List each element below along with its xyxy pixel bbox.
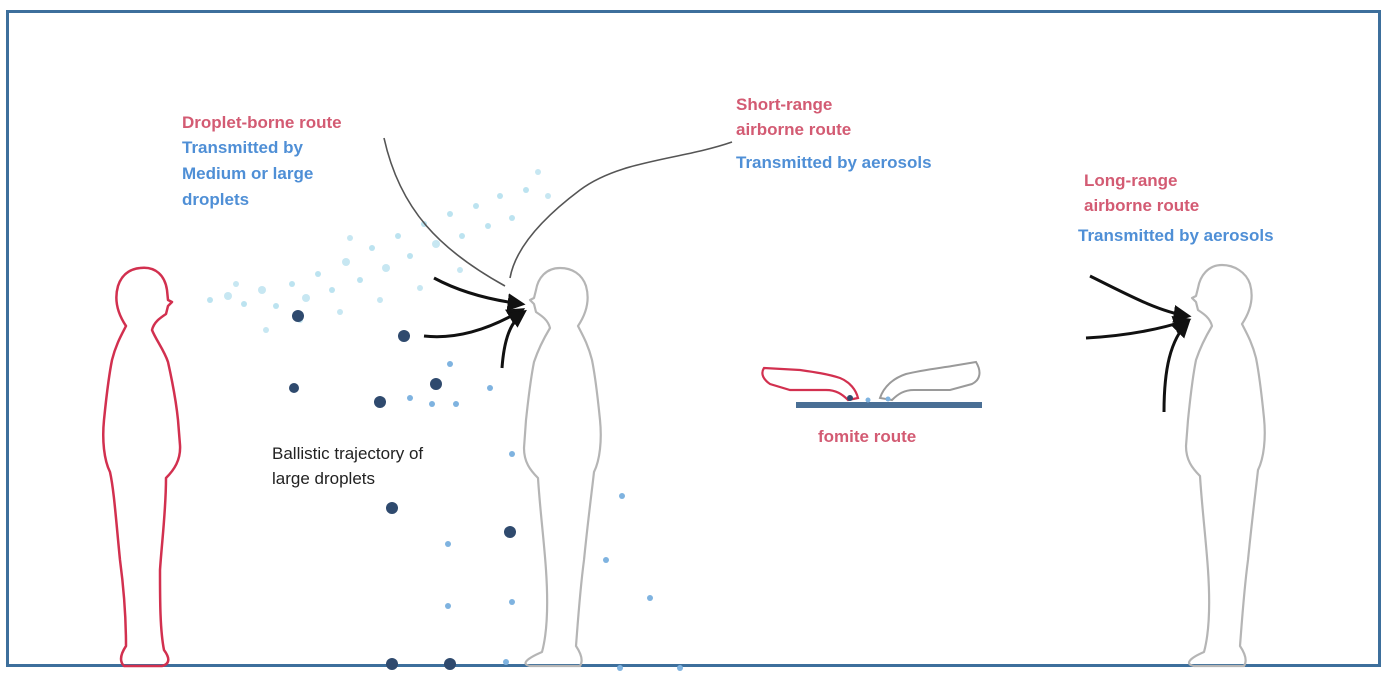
short-range-leader-line — [510, 142, 732, 278]
receiver-person-short-range — [524, 268, 601, 666]
long-range-route-line-2: airborne route — [1084, 195, 1199, 216]
long-range-transmitted-label: Transmitted by aerosols — [1078, 225, 1274, 246]
arrow-long-range-low — [1164, 322, 1188, 412]
ballistic-label-line-1: Ballistic trajectory of — [272, 442, 423, 465]
long-range-route-line-1: Long-range — [1084, 170, 1178, 191]
arrow-droplet — [434, 278, 522, 304]
small-droplets — [407, 361, 683, 671]
short-range-transmitted-label: Transmitted by aerosols — [736, 152, 932, 173]
source-person — [103, 268, 180, 666]
droplet-route-label: Droplet-borne route — [182, 112, 342, 133]
droplet-transmitted-line-1: Transmitted by — [182, 137, 303, 158]
aerosol-cloud — [207, 169, 551, 333]
red-hand — [762, 368, 858, 400]
arrow-long-range-top — [1090, 276, 1188, 316]
droplet-transmitted-line-2: Medium or large — [182, 163, 313, 184]
fomite-route-label: fomite route — [818, 426, 916, 447]
grey-hand — [880, 362, 979, 400]
droplet-transmitted-line-3: droplets — [182, 189, 249, 210]
droplet-leader-line — [384, 138, 505, 286]
arrow-long-range-mid — [1086, 320, 1188, 338]
receiver-person-long-range — [1186, 265, 1265, 666]
fomite-illustration — [762, 362, 982, 408]
large-droplets — [289, 310, 516, 670]
short-range-route-line-1: Short-range — [736, 94, 832, 115]
ballistic-label-line-2: large droplets — [272, 467, 375, 490]
short-range-route-line-2: airborne route — [736, 119, 851, 140]
